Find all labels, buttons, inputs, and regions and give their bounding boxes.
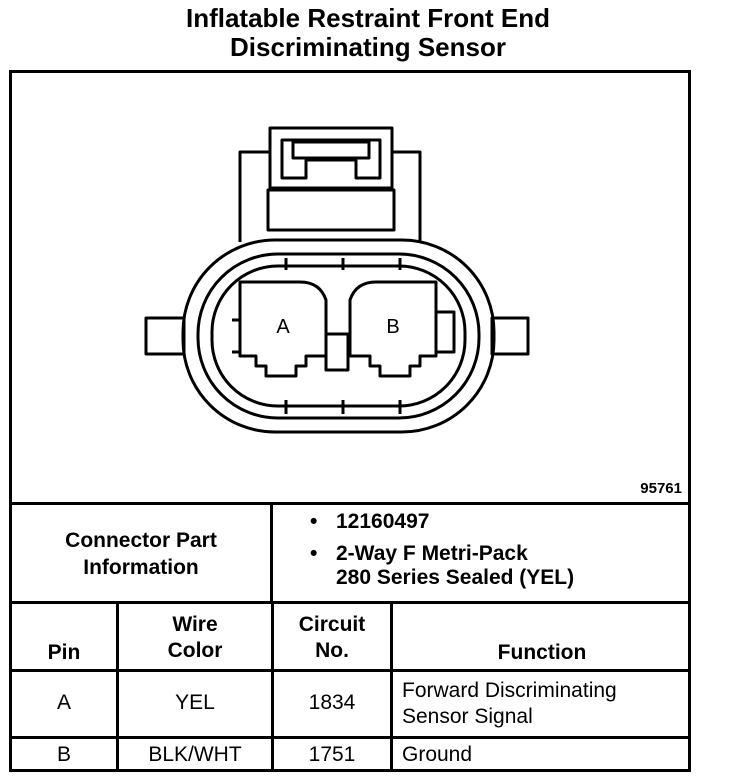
center-key <box>324 332 350 372</box>
connector-part-info: • 12160497 • 2-Way F Metri-Pack 280 Seri… <box>310 510 574 590</box>
pin-label-a: A <box>276 316 290 338</box>
table-cell-pin: B <box>56 743 71 766</box>
diagram-frame <box>9 70 691 772</box>
table-cell-wire-color: YEL <box>175 691 215 714</box>
column-header-wire-color: Wire Color <box>119 612 271 664</box>
table-cell-circuit: 1834 <box>308 691 356 714</box>
divider <box>9 502 691 505</box>
divider <box>9 736 691 739</box>
divider <box>390 601 393 772</box>
connector-part-info-label-line-2: Information <box>83 555 199 579</box>
divider <box>9 601 691 604</box>
bullet: • <box>310 542 318 565</box>
connector-part-info-label: Connector Part Information <box>12 505 270 602</box>
table-cell-function-line-2: Sensor Signal <box>402 705 533 728</box>
page-title-line-1: Inflatable Restraint Front End <box>185 3 551 33</box>
divider <box>9 669 691 672</box>
connector-part-info-label-line-1: Connector Part <box>65 528 217 552</box>
pin-cavity-b <box>348 280 438 378</box>
column-header-circuit-line-1: Circuit <box>298 613 366 636</box>
pin-cavity-a <box>238 280 328 378</box>
column-header-wire-color-line-2: Color <box>167 639 223 662</box>
table-cell-function: Ground <box>402 743 473 766</box>
left-ear <box>144 316 186 356</box>
divider <box>270 502 273 602</box>
connector-shell <box>181 238 496 434</box>
divider <box>116 601 119 772</box>
table-cell-function-line-1: Forward Discriminating <box>402 679 617 702</box>
pin-label-b: B <box>386 316 399 338</box>
column-header-circuit-line-2: No. <box>315 639 349 662</box>
page-title-line-2: Discriminating Sensor <box>230 32 506 62</box>
table-cell-wire-color: BLK/WHT <box>148 743 242 766</box>
part-number: 12160497 <box>336 510 430 533</box>
divider <box>271 601 274 772</box>
table-cell-circuit: 1751 <box>308 743 356 766</box>
table-cell-function: Forward Discriminating Sensor Signal <box>402 678 687 730</box>
figure-id: 95761 <box>640 480 682 497</box>
right-ear <box>490 316 530 356</box>
column-header-wire-color-line-1: Wire <box>172 613 218 636</box>
bullet: • <box>310 510 318 533</box>
column-header-circuit: Circuit No. <box>274 612 390 664</box>
column-header-function: Function <box>497 641 587 664</box>
part-description-line-1: 2-Way F Metri-Pack <box>336 542 528 565</box>
table-cell-pin: A <box>56 691 71 714</box>
connector-face-diagram: A B <box>144 126 530 434</box>
part-description-line-2: 280 Series Sealed (YEL) <box>336 566 575 589</box>
locking-tab <box>268 126 394 190</box>
column-header-pin: Pin <box>47 641 81 664</box>
